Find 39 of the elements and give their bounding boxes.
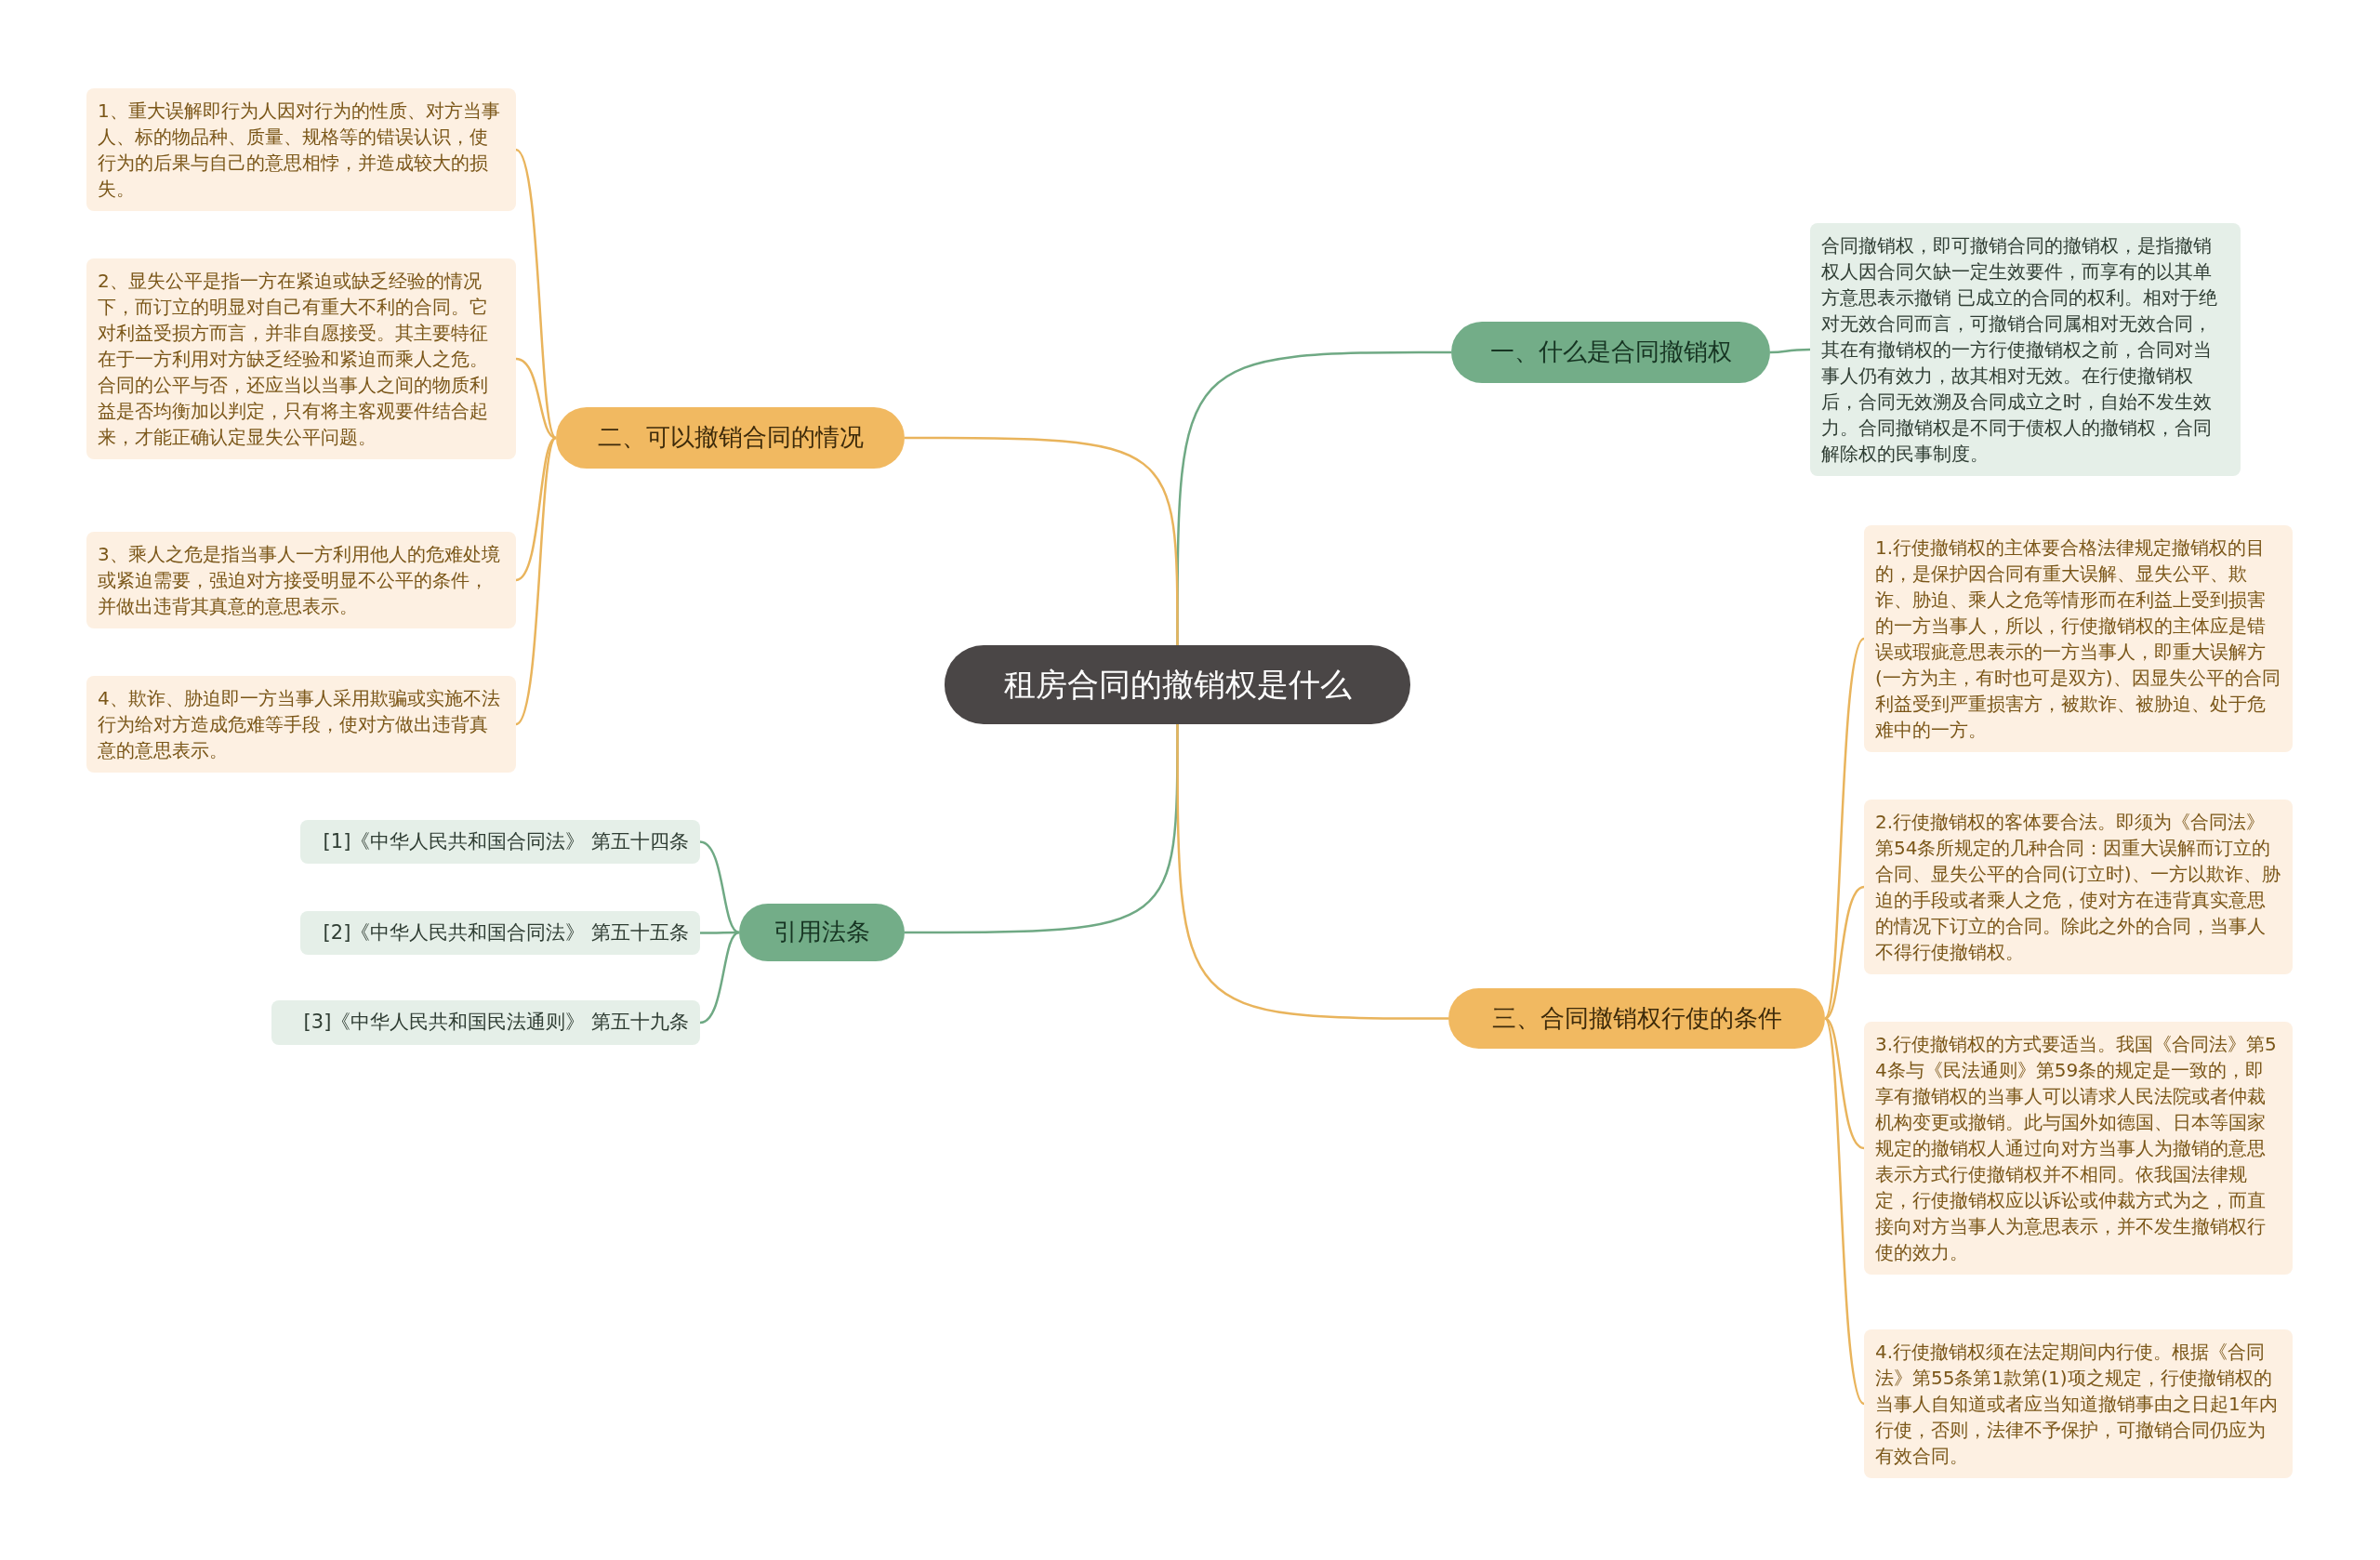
connector-line <box>699 931 740 1025</box>
note-text: 合同撤销权，即可撤销合同的撤销权，是指撤销权人因合同欠缺一定生效要件，而享有的以其单方意思表示撤销 已成立的合同的权利。相对于绝对无效合同而言，可撤销合同属相对无效合同，其在有撤销权的一方行使撤销权之前，合同对当事人仍有效力，故其相对无效。在行使撤销权后，合同无效溯及合同成立之时，自始不发生效力。合同撤销权是不同于债权人的撤销权，合同解除权的民事制度。 <box>1821 233 2219 467</box>
note-card <box>86 532 516 628</box>
topic-label: [3]《中华人民共和国民法通则》 第五十九条 <box>303 1011 689 1035</box>
note-text: 3、乘人之危是指当事人一方利用他人的危难处境或紧迫需要，强迫对方接受明显不公平的条件，并做出违背其真意的意思表示。 <box>98 542 501 619</box>
connector-line <box>515 357 557 440</box>
note-card <box>86 258 516 459</box>
topic-label: 二、可以撤销合同的情况 <box>597 423 864 453</box>
topic-label: 一、什么是合同撤销权 <box>1489 337 1732 367</box>
note-text: 1、重大误解即行为人因对行为的性质、对方当事人、标的物品种、质量、规格等的错误认识，使行为的后果与自己的意思相悖，并造成较大的损失。 <box>98 99 501 202</box>
note-text: 2.行使撤销权的客体要合法。即须为《合同法》第54条所规定的几种合同：因重大误解而订立的合同、显失公平的合同(订立时)、一方以欺诈、胁迫的手段或者乘人之危，使对方在违背真实意思的情况下订立的合同。除此之外的合同，当事人不得行使撤销权。 <box>1875 810 2281 965</box>
connector-line <box>699 840 740 934</box>
note-card <box>1864 800 2293 974</box>
note-card <box>1864 1329 2293 1478</box>
connector-line <box>1824 885 1865 1020</box>
reference-card <box>300 911 700 955</box>
note-card <box>86 676 516 773</box>
note-text: 1.行使撤销权的主体要合格法律规定撤销权的目的，是保护因合同有重大误解、显失公平、欺诈、胁迫、乘人之危等情形而在利益上受到损害的一方当事人，所以，行使撤销权的主体应是错误或瑕疵意思表示的一方当事人，即重大误解方(一方为主，有时也可是双方)、因显失公平的合同利益受到严重损害方，被欺诈、被胁迫、处于危难中的一方。 <box>1875 535 2281 743</box>
note-text: 4、欺诈、胁迫即一方当事人采用欺骗或实施不法行为给对方造成危难等手段，使对方做出违背真意的意思表示。 <box>98 686 501 763</box>
connector-line <box>515 149 557 439</box>
topic-label: [1]《中华人民共和国合同法》 第五十四条 <box>323 829 689 854</box>
connector-line <box>1176 724 1448 1020</box>
connector-line <box>1824 1017 1865 1150</box>
connector-line <box>1823 638 1865 1020</box>
note-text: 3.行使撤销权的方式要适当。我国《合同法》第54条与《民法通则》第59条的规定是一致的，即享有撤销权的当事人可以请求人民法院或者仲裁机构变更或撤销。此与国外如德国、日本等国家规定的撤销权人通过向对方当事人为撤销的意思表示方式行使撤销权并不相同。依我国法律规定，行使撤销权应以诉讼或仲裁方式为之，而直接向对方当事人为意思表示，并不发生撤销权行使的效力。 <box>1875 1032 2278 1265</box>
connector-line <box>1770 348 1810 354</box>
reference-card <box>300 820 700 864</box>
connector-line <box>905 436 1179 645</box>
note-card <box>86 88 516 211</box>
topic-label: [2]《中华人民共和国合同法》 第五十五条 <box>323 920 689 945</box>
connector-line <box>700 931 739 934</box>
connector-line <box>1823 1017 1865 1405</box>
note-text: 4.行使撤销权须在法定期间内行使。根据《合同法》第55条第1款第(1)项之规定，行使撤销权的当事人自知道或者应当知道撤销事由之日起1年内行使，否则，法律不予保护，可撤销合同仍应为有效合同。 <box>1875 1340 2279 1469</box>
note-text: 2、显失公平是指一方在紧迫或缺乏经验的情况下，而订立的明显对自己有重大不利的合同。它对利益受损方而言，并非自愿接受。其主要特征在于一方利用对方缺乏经验和紧迫而乘人之危。合同的公平与否，还应当以当事人之间的物质利益是否均衡加以判定，只有将主客观要件结合起来，才能正确认定显失公平问题。 <box>98 269 489 450</box>
topic-label: 租房合同的撤销权是什么 <box>1003 666 1352 704</box>
reference-card <box>271 1000 700 1045</box>
connector-line <box>515 437 557 725</box>
topic-label: 三、合同撤销权行使的条件 <box>1491 1003 1782 1034</box>
topic-label: 引用法条 <box>774 918 870 947</box>
